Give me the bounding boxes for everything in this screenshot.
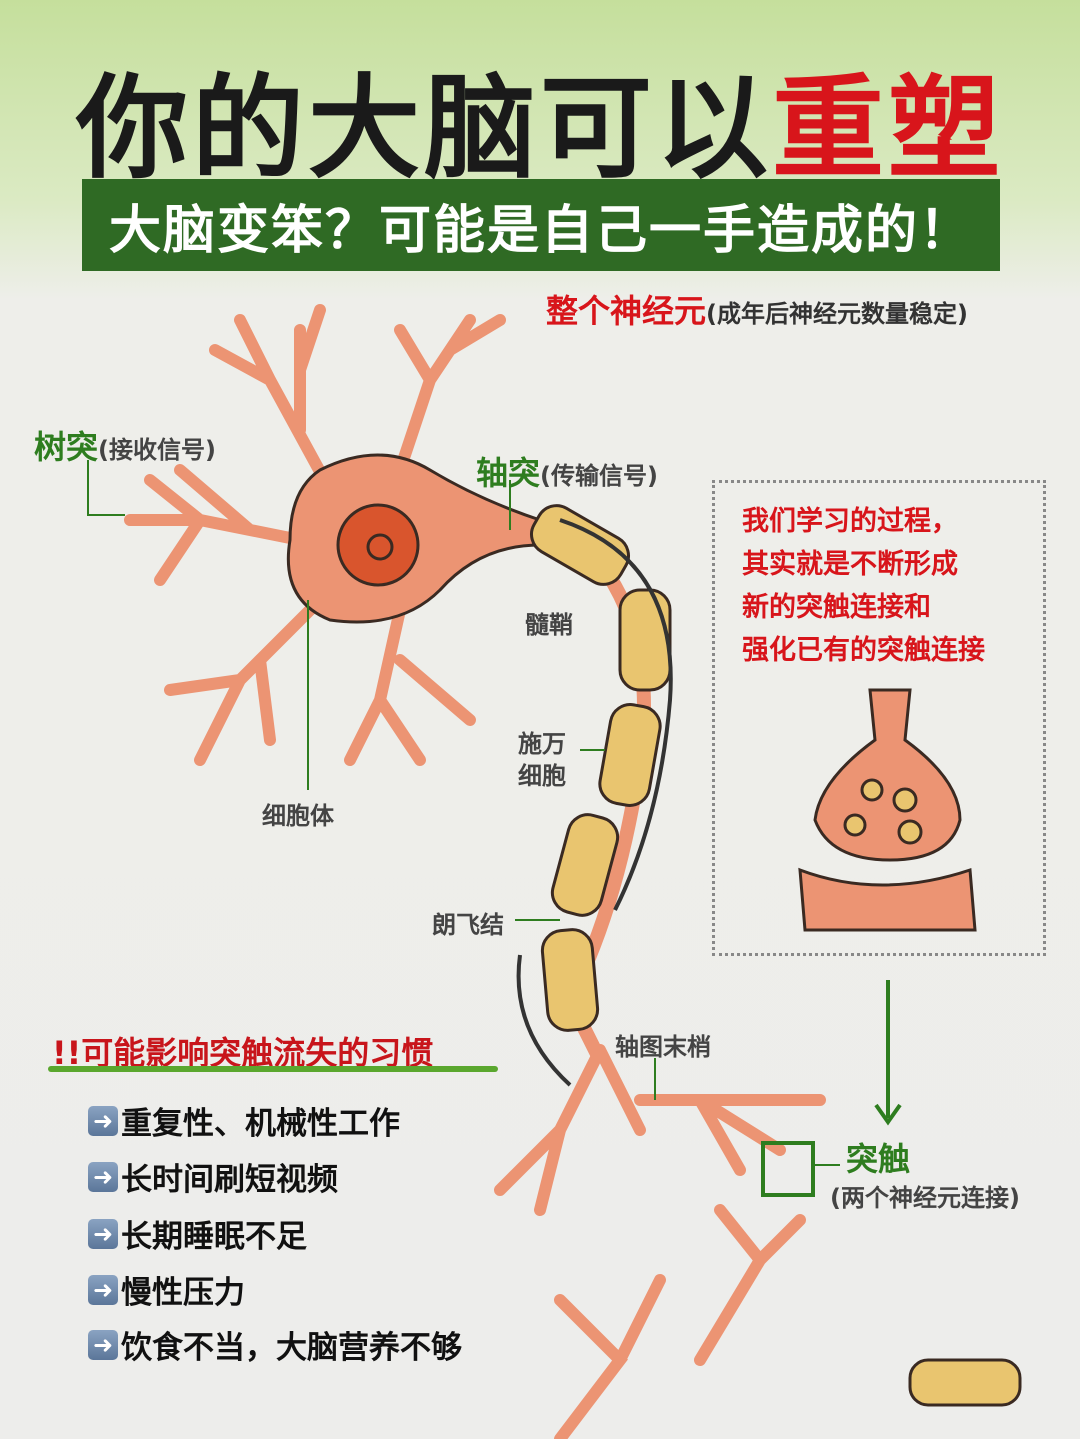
- right-arrow-icon: ➜: [88, 1105, 118, 1136]
- myelin-label: 髓鞘: [525, 611, 573, 639]
- learning-line: 强化已有的突触连接: [742, 635, 985, 666]
- signal-arrow-2: [516, 954, 572, 1087]
- synapse-note: (两个神经元连接): [830, 1184, 1020, 1212]
- habits-underline: [48, 1066, 498, 1072]
- habits-title: !!可能影响突触流失的习惯: [52, 1028, 433, 1074]
- learning-line: 其实就是不断形成: [742, 549, 958, 580]
- right-arrow-icon: ➜: [88, 1329, 118, 1360]
- leader-lines: [87, 460, 840, 1166]
- neuron-heading-text: 整个神经元: [546, 292, 707, 330]
- learning-box: [712, 480, 1046, 956]
- soma-label: 细胞体: [262, 802, 334, 830]
- habit-item: ➜饮食不当，大脑营养不够: [88, 1322, 462, 1367]
- dendrite-text: 树突: [34, 428, 99, 466]
- habit-item: ➜长时间刷短视频: [88, 1154, 338, 1199]
- dendrite-label: 树突(接收信号): [34, 422, 216, 468]
- habit-item: ➜重复性、机械性工作: [88, 1098, 400, 1143]
- myelin-sheaths: [530, 504, 1022, 1407]
- node-label: 朗飞结: [432, 911, 504, 939]
- habit-text: 长时间刷短视频: [121, 1162, 338, 1198]
- subtitle-banner: 大脑变笨？可能是自己一手造成的！: [82, 179, 1000, 271]
- right-arrow-icon: ➜: [88, 1274, 118, 1305]
- schwann-label-2: 细胞: [518, 762, 566, 790]
- neuron-heading-note: (成年后神经元数量稳定): [706, 300, 968, 328]
- page-title: 你的大脑可以重塑: [0, 38, 1080, 200]
- habit-text: 长期睡眠不足: [121, 1219, 307, 1255]
- synapse-illustration: [798, 688, 977, 932]
- signal-arrow: [559, 518, 673, 911]
- title-highlight: 重塑: [772, 64, 1004, 194]
- axon-text: 轴突: [476, 454, 541, 492]
- learning-line: 我们学习的过程，: [742, 506, 958, 537]
- schwann-label-1: 施万: [518, 730, 566, 758]
- learning-text: 我们学习的过程， 其实就是不断形成 新的突触连接和 强化已有的突触连接: [742, 500, 985, 672]
- title-main: 你的大脑可以: [76, 64, 772, 194]
- axon-label: 轴突(传输信号): [476, 448, 658, 494]
- nucleus: [336, 503, 420, 587]
- dendrite-note: (接收信号): [98, 436, 216, 464]
- right-arrow-icon: ➜: [88, 1161, 118, 1192]
- habit-item: ➜长期睡眠不足: [88, 1211, 307, 1256]
- habit-item: ➜慢性压力: [88, 1267, 245, 1312]
- habits-title-text: 可能影响突触流失的习惯: [81, 1034, 434, 1072]
- synapse-highlight: [761, 1141, 815, 1197]
- nucleolus: [366, 533, 394, 561]
- habit-text: 慢性压力: [121, 1275, 245, 1311]
- dendrites: [124, 304, 826, 1439]
- habit-text: 重复性、机械性工作: [121, 1106, 400, 1142]
- terminal-label: 轴图末梢: [615, 1033, 711, 1061]
- right-arrow-icon: ➜: [88, 1218, 118, 1249]
- down-arrow-icon: [874, 980, 902, 1126]
- axon-note: (传输信号): [540, 462, 658, 490]
- synapse-label: 突触: [846, 1140, 911, 1178]
- learning-line: 新的突触连接和: [742, 592, 931, 623]
- neuron-heading: 整个神经元(成年后神经元数量稳定): [546, 286, 968, 332]
- habit-text: 饮食不当，大脑营养不够: [121, 1330, 462, 1366]
- warning-icon: !!: [52, 1034, 82, 1072]
